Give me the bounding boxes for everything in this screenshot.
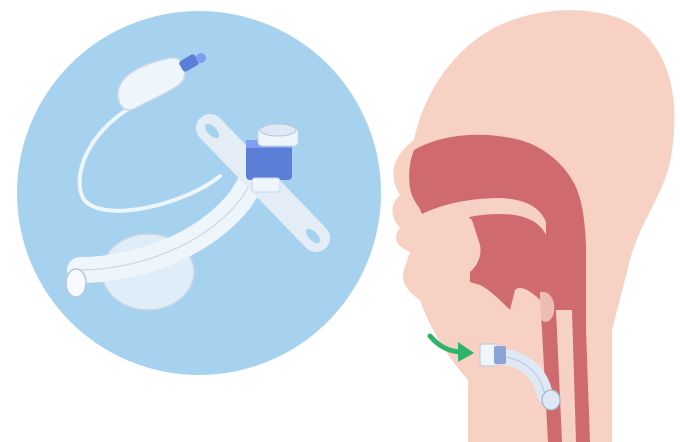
device-panel: [17, 11, 381, 375]
head-profile-icon: [392, 10, 674, 442]
pilot-valve-cap: [196, 53, 206, 63]
tube-tip: [66, 269, 86, 297]
device-background-circle: [17, 11, 381, 375]
